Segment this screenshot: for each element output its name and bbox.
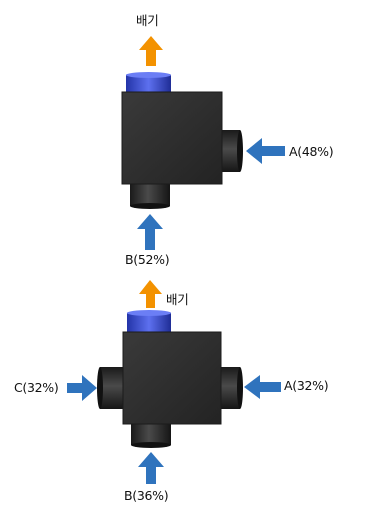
exhaust-label-top: 배기	[136, 13, 159, 28]
inlet-arrow-b-bottom	[138, 452, 164, 484]
diagram-bottom-graphic	[67, 280, 281, 484]
diagram-bottom: 배기 C(32%) A(32%) B(36%)	[0, 270, 373, 509]
inlet-b-label-bottom: B(36%)	[124, 488, 169, 503]
exhaust-arrow-top	[139, 36, 163, 66]
outlet-cap-bottom	[127, 310, 171, 334]
mixing-box-bottom	[122, 331, 222, 425]
inlet-c-label-bottom: C(32%)	[14, 380, 59, 395]
inlet-arrow-b-top	[137, 214, 163, 250]
diagram-top-graphic	[121, 36, 285, 250]
inlet-arrow-c-bottom	[67, 375, 97, 401]
mixing-box-top	[121, 91, 223, 185]
inlet-arrow-a-top	[246, 138, 285, 164]
exhaust-label-bottom: 배기	[166, 292, 189, 307]
diagram-top: 배기 A(48%) B(52%)	[121, 13, 334, 267]
inlet-a-label-bottom: A(32%)	[284, 378, 329, 393]
outlet-cap-top	[126, 72, 171, 94]
exhaust-arrow-bottom	[139, 280, 162, 308]
inlet-b-label-top: B(52%)	[125, 252, 170, 267]
inlet-pipe-c-bottom	[97, 367, 126, 409]
inlet-pipe-b-top	[130, 182, 170, 209]
inlet-arrow-a-bottom	[244, 375, 281, 399]
inlet-a-label-top: A(48%)	[289, 144, 334, 159]
